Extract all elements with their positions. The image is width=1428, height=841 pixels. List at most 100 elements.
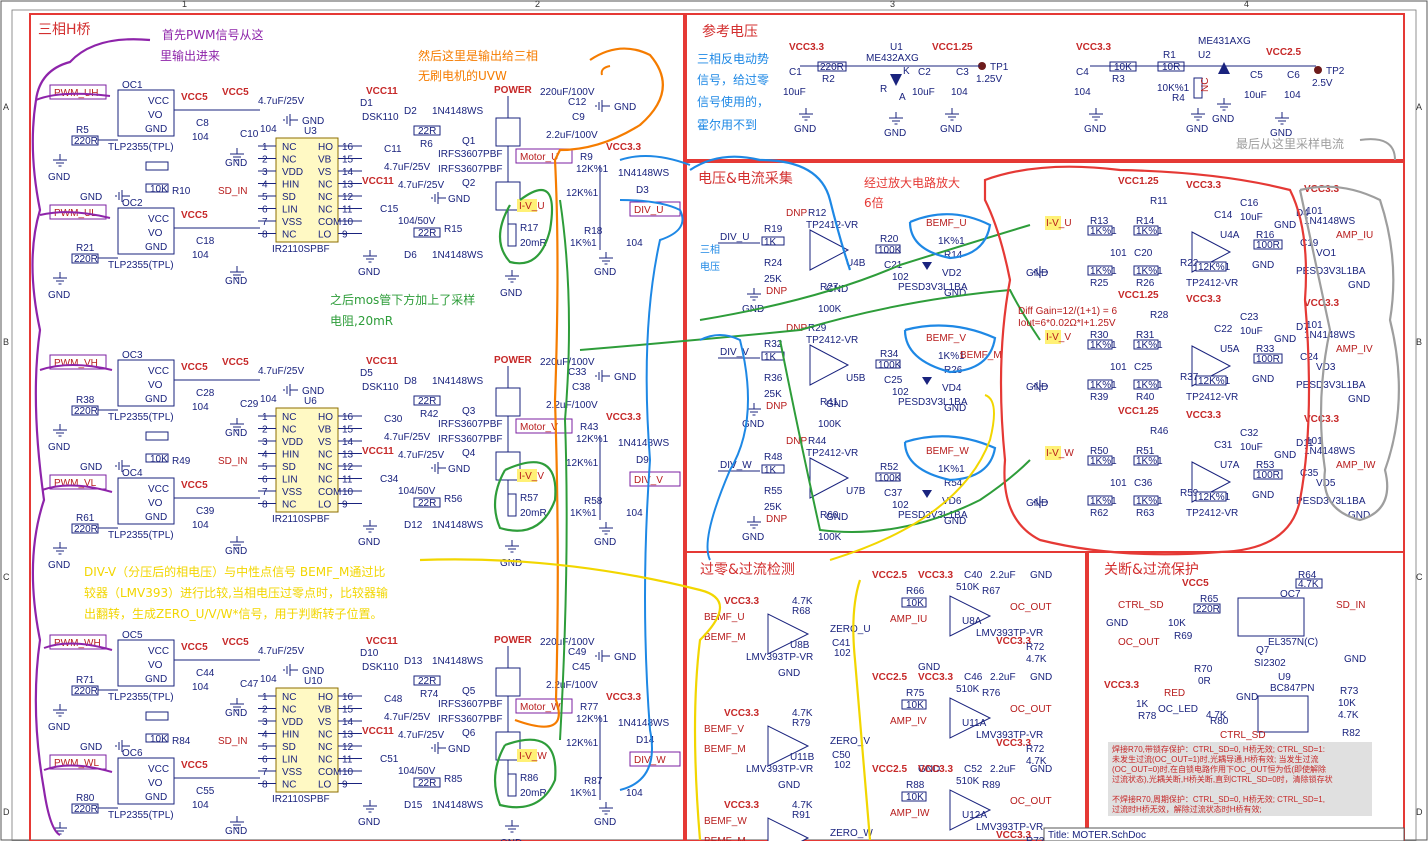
drv-pin-num-l: 8 (262, 500, 268, 511)
gnd-label: GND (48, 560, 70, 571)
drv-pin-num-l: 2 (262, 155, 268, 166)
drv-pin-num-r: 11 (342, 755, 353, 766)
gnd-label: GND (594, 267, 616, 278)
motor-net-label: Motor_U (520, 152, 558, 163)
oc-in-body (901, 791, 927, 802)
hand-annotations (31, 38, 1400, 841)
res-box (145, 733, 169, 743)
oc-vcc25: VCC2.5 (872, 570, 907, 581)
div-res-bot-val: 1K%1 (570, 508, 597, 519)
adc-opamp-part: TP2412-VR (806, 448, 858, 459)
div-clamp-ref: D9 (636, 455, 649, 466)
pwm-net-label: PWM_VH (54, 358, 98, 369)
gnd-symbol (1089, 108, 1103, 121)
amp-cap-c: C16 (1240, 198, 1259, 209)
div-res-top-ref: R77 (580, 702, 599, 713)
drv-pin-num-r: 11 (342, 475, 353, 486)
adc-in-res-val: 1K (764, 352, 777, 363)
gate-diode-h: D2 (404, 106, 417, 117)
amp-fb-res: R11 (1150, 196, 1168, 207)
vref-vcc33-a: VCC3.3 (789, 42, 824, 53)
adc-opamp-symbol (809, 344, 850, 386)
drv-cap: C29 (240, 399, 259, 410)
amp-output-net: AMP_IU (1336, 230, 1373, 241)
gnd-label: GND (944, 288, 966, 299)
shut-sd-in: SD_IN (1336, 600, 1365, 611)
drv-pin-r: NC (318, 742, 332, 753)
drv-pin-l: NC (282, 500, 296, 511)
gnd-label: GND (944, 403, 966, 414)
amp-res-c: R31 (1136, 330, 1155, 341)
zero-bemf-m: BEMF_M (704, 836, 746, 841)
amp-pesd: PESD3V3L1BA (1296, 380, 1366, 391)
adc-opamp-part: TP2412-VR (806, 335, 858, 346)
drv-pin-l: HIN (282, 180, 299, 191)
boot-vcc11: VCC11 (366, 356, 398, 367)
gnd-symbol (1217, 98, 1231, 111)
gnd-label: GND (826, 512, 848, 523)
div-vcc33: VCC3.3 (606, 412, 641, 423)
gnd-symbol (747, 403, 761, 416)
oc-in-val: 10K (906, 700, 924, 711)
amp-out-res-val: 100R (1256, 240, 1280, 251)
note-diff-gain: Diff Gain=12/(1+1) = 6 (1018, 306, 1117, 317)
mos-low-ref: Q6 (462, 728, 476, 739)
vref-r1: R1 (1163, 50, 1176, 61)
adc-bemf: BEMF_U (926, 218, 967, 229)
zero-output: ZERO_V (830, 736, 870, 747)
drv-pin-num-l: 4 (262, 450, 268, 461)
drv-c-4u7: 4.7uF/25V (258, 646, 304, 657)
note-iout: Iout=6*0.02Ω*I+1.25V (1018, 318, 1116, 329)
mos-low-ref: Q2 (462, 178, 476, 189)
shut-note-4: 过流状态),光耦关断,H桥关断,直到CTRL_SD=0时，清除锁存状 (1112, 774, 1333, 784)
amp-fb-body (1195, 261, 1227, 272)
gnd-symbol (599, 252, 613, 265)
drv-pin-r: COM (318, 487, 341, 498)
amp-res-d-body (1133, 265, 1159, 276)
shut-r70-val: 0R (1198, 676, 1211, 687)
opto-pin-gnd: GND (145, 242, 167, 253)
shut-vcc5: VCC5 (1182, 578, 1209, 589)
gnd-label: GND (1084, 124, 1106, 135)
amp-pesd: PESD3V3L1BA (1296, 266, 1366, 277)
adc-opamp-ref: U7B (846, 486, 866, 497)
amp-res-a: R30 (1090, 330, 1109, 341)
gnd-symbol (1275, 112, 1289, 125)
adc-opamp-ref: U4B (846, 258, 866, 269)
zero-frame (685, 551, 1087, 841)
adc-tvs-symbol (922, 490, 932, 498)
adc-input: DIV_V (720, 347, 749, 358)
section-title-zero: 过零&过流检测 (700, 562, 795, 578)
gate-res-h-ref: R74 (420, 689, 439, 700)
boot-diode-ref: D5 (360, 368, 373, 379)
gnd-side-symbol (431, 742, 446, 754)
opto-res-value: 220R (74, 136, 98, 147)
gnd-label: GND (826, 284, 848, 295)
oc-cap-val: 2.2uF (990, 570, 1016, 581)
opto-ref: OC5 (122, 630, 143, 641)
boot-cap: C30 (384, 414, 403, 425)
div-net-label: DIV_U (634, 205, 663, 216)
gate-res-l-ref: R56 (444, 494, 463, 505)
adc-res4: R60 (820, 510, 839, 521)
gnd-label: GND (48, 290, 70, 301)
shut-led: OC_LED (1158, 704, 1198, 715)
adc-bemf: BEMF_V (926, 333, 966, 344)
adc-tvs: VD6 (942, 496, 962, 507)
amp-res-b-val: 1K%1 (1090, 380, 1117, 391)
gnd-symbol (505, 540, 519, 553)
note-mos-2: 电阻,20mR (330, 314, 393, 328)
drv-pin-r: NC (318, 755, 332, 766)
gnd-label: GND (225, 158, 247, 169)
gate-diode-l-part: 1N4148WS (432, 520, 483, 531)
grid-row-c-right: C (1416, 572, 1423, 582)
vref-c1: C1 (789, 67, 802, 78)
amp-fb-res: R28 (1150, 310, 1169, 321)
gnd-symbol (505, 820, 519, 833)
gnd-symbol (53, 272, 67, 285)
grid-col-4: 4 (1244, 0, 1249, 9)
grid-row-b-right: B (1416, 337, 1422, 347)
drv-pin-num-l: 5 (262, 462, 268, 473)
